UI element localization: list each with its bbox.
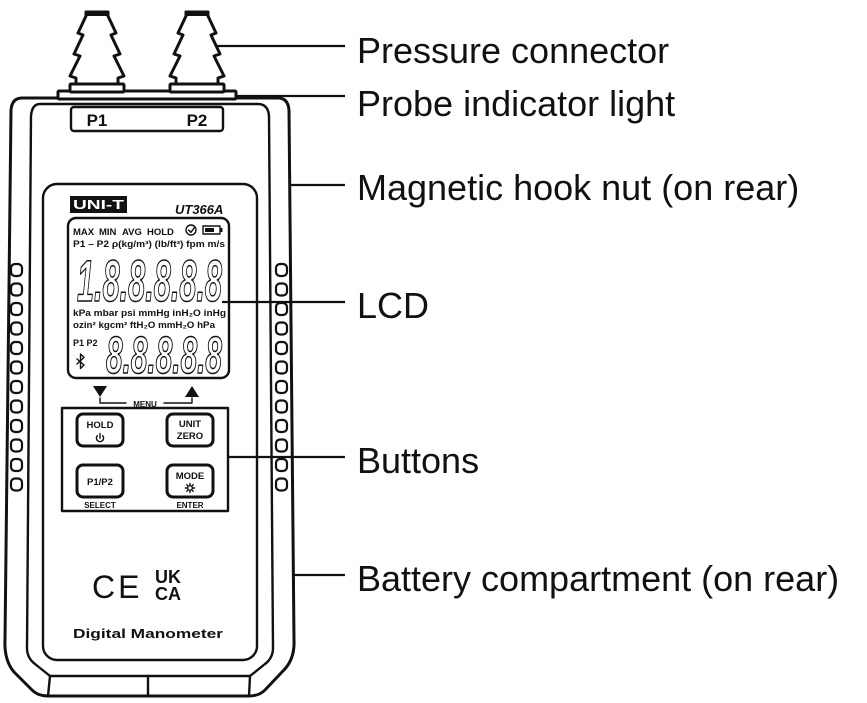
mode-button: MODE — [165, 463, 215, 499]
side-grip-right — [274, 262, 289, 278]
callout-probe-indicator-light: Probe indicator light — [357, 83, 675, 124]
bottom-bumper-lines — [46, 674, 252, 698]
side-grip-left — [9, 379, 24, 395]
side-grip-right — [274, 438, 289, 453]
connector-nut — [168, 82, 226, 94]
down-triangle-icon — [93, 386, 107, 397]
side-grip-left — [9, 282, 24, 297]
side-grip-right — [274, 321, 289, 336]
side-grip-right — [274, 399, 289, 414]
probe-indicator-window: P1 P2 — [69, 105, 225, 133]
port-label-p1: P1 — [87, 111, 108, 130]
lcd-port-row: P1 P2 — [73, 338, 98, 348]
auto-off-timer-icon — [185, 224, 197, 236]
zero-button-label: ZERO — [177, 431, 203, 442]
ce-mark: CE — [92, 569, 142, 605]
side-grip-left — [9, 360, 24, 375]
mode-button-label: MODE — [176, 471, 205, 482]
unit-button-label: UNIT — [179, 419, 201, 430]
enter-caption: ENTER — [176, 501, 203, 510]
side-grip-right — [274, 360, 289, 375]
sun-icon — [184, 482, 196, 494]
callout-buttons: Buttons — [357, 440, 479, 481]
menu-label: MENU — [133, 400, 157, 409]
ukca-mark-top: UK — [155, 567, 181, 587]
side-grip-right — [274, 282, 289, 297]
side-grip-right — [274, 418, 289, 434]
pressure-connector-p1 — [68, 10, 126, 94]
lcd-indicator-min: MIN — [99, 227, 117, 238]
menu-bracket — [99, 397, 193, 404]
up-triangle-icon — [185, 386, 199, 397]
callout-pressure-connector: Pressure connector — [357, 30, 669, 71]
side-grips — [9, 262, 289, 492]
connector-barb — [68, 10, 126, 88]
lcd-main-reading: 1.8.8.8.8.8 — [77, 249, 222, 314]
side-grip-left — [9, 340, 24, 356]
port-label-p2: P2 — [187, 111, 208, 130]
callout-magnetic-hook-nut: Magnetic hook nut (on rear) — [357, 167, 799, 208]
power-icon — [95, 432, 105, 443]
connector-tip — [186, 11, 208, 16]
indicator-window-frame — [69, 105, 225, 133]
side-grip-left — [9, 438, 24, 453]
select-caption: SELECT — [84, 501, 116, 510]
lcd-secondary-reading: 8.8.8.8.8 — [106, 327, 222, 385]
brand-logo-box — [70, 196, 127, 213]
side-grip-right — [274, 301, 289, 317]
brand-logo: UNI-T — [73, 197, 124, 212]
lcd-frame — [66, 216, 231, 380]
lcd-indicator-avg: AVG — [122, 227, 142, 238]
lcd-mode-row: P1 – P2 ρ(kg/m³) (lb/ft³) fpm m/s — [73, 239, 225, 249]
side-grip-left — [9, 399, 24, 414]
button-panel-frame — [60, 406, 230, 513]
connector-barb — [168, 10, 226, 88]
lcd-screen: MAX MIN AVG HOLD P1 – P2 ρ(kg/m³) (lb/ft… — [66, 216, 231, 386]
device-housing — [3, 96, 296, 698]
callout-battery-compartment: Battery compartment (on rear) — [357, 558, 839, 599]
callouts: Pressure connector Probe indicator light… — [216, 30, 839, 599]
p1-p2-button: P1/P2 — [75, 463, 125, 499]
model-number: UT366A — [175, 202, 223, 217]
callout-lcd: LCD — [357, 285, 429, 326]
side-grip-right — [274, 379, 289, 395]
side-grip-left — [9, 457, 24, 473]
product-name: Digital Manometer — [73, 626, 223, 641]
hold-button: HOLD — [75, 412, 125, 448]
side-grip-left — [9, 321, 24, 336]
side-grip-right — [274, 457, 289, 473]
battery-icon — [202, 225, 223, 235]
hold-button-label: HOLD — [87, 420, 114, 431]
connector-nut — [68, 82, 126, 94]
p1-p2-button-label: P1/P2 — [87, 477, 113, 488]
lcd-units-row-2: ozin² kgcm² ftH₂O mmH₂O hPa — [73, 320, 216, 330]
lcd-indicator-hold: HOLD — [147, 227, 174, 238]
bluetooth-icon — [76, 353, 85, 370]
side-grip-right — [274, 477, 289, 492]
lcd-indicator-max: MAX — [73, 227, 95, 238]
side-grip-right — [274, 340, 289, 356]
side-grip-left — [9, 477, 24, 492]
lcd-units-row-1: kPa mbar psi mmHg inH₂O inHg — [73, 308, 226, 318]
button-panel: HOLD UNIT ZERO P1/P2 MODE SELECT ENTER — [60, 406, 230, 513]
front-panel — [41, 182, 259, 662]
side-grip-left — [9, 301, 24, 317]
unit-zero-button: UNIT ZERO — [165, 412, 215, 448]
connector-tip — [86, 11, 108, 16]
side-grip-left — [9, 262, 24, 278]
side-grip-left — [9, 418, 24, 434]
ukca-mark-bottom: CA — [155, 584, 181, 604]
pressure-connector-p2 — [168, 10, 226, 94]
